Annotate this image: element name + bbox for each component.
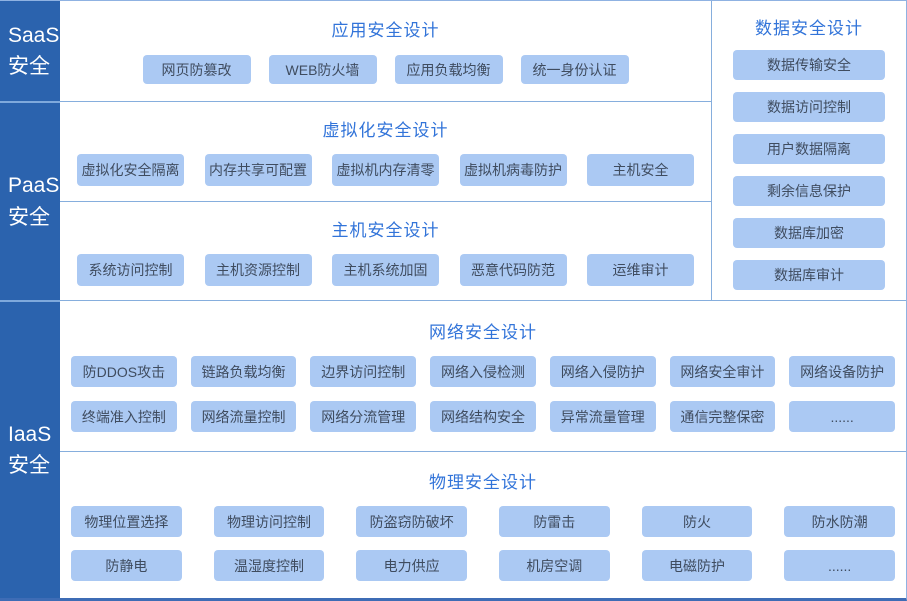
physical-items-row-2: 防静电 温湿度控制 电力供应 机房空调 电磁防护 ......	[60, 550, 906, 581]
app-items-row: 网页防篡改 WEB防火墙 应用负载均衡 统一身份认证	[60, 55, 711, 84]
physical-security-item: 温湿度控制	[213, 550, 325, 581]
section-title-network: 网络安全设计	[429, 323, 537, 342]
network-security-item-more: ......	[789, 401, 895, 432]
physical-security-item: 防水防潮	[784, 506, 895, 537]
network-security-item: 网络分流管理	[310, 401, 417, 432]
layer-label-paas: PaaS 安全	[0, 101, 60, 300]
section-physical-security: 物理安全设计 物理位置选择 物理访问控制 防盗窃防破坏 防雷击 防火 防水防潮 …	[60, 451, 906, 598]
section-data-security: 数据安全设计 数据传输安全 数据访问控制 用户数据隔离 剩余信息保护 数据库加密…	[711, 1, 906, 300]
network-security-item: 通信完整保密	[669, 401, 776, 432]
host-security-item: 主机资源控制	[204, 254, 312, 286]
layer-label-line: PaaS	[8, 174, 60, 197]
host-security-item: 运维审计	[587, 254, 694, 286]
network-security-item: 网络安全审计	[669, 356, 776, 387]
virtualization-security-item: 主机安全	[587, 154, 694, 186]
physical-items-row-1: 物理位置选择 物理访问控制 防盗窃防破坏 防雷击 防火 防水防潮	[60, 506, 906, 537]
network-security-item: 网络设备防护	[789, 356, 895, 387]
app-security-item: 网页防篡改	[142, 55, 251, 84]
layer-label-line: 安全	[8, 55, 50, 78]
section-title-physical: 物理安全设计	[429, 473, 537, 492]
host-security-item: 系统访问控制	[77, 254, 184, 286]
virtualization-security-item: 虚拟化安全隔离	[77, 154, 184, 186]
virtualization-security-item: 虚拟机病毒防护	[459, 154, 567, 186]
data-security-item: 剩余信息保护	[733, 176, 885, 206]
network-security-item: 终端准入控制	[71, 401, 177, 432]
virtualization-security-item: 虚拟机内存清零	[332, 154, 439, 186]
layer-label-iaas: IaaS 安全	[0, 300, 60, 598]
virtualization-security-item: 内存共享可配置	[204, 154, 312, 186]
layer-label-line: 安全	[8, 205, 50, 229]
network-security-item: 链路负载均衡	[190, 356, 297, 387]
app-security-item: WEB防火墙	[268, 55, 377, 84]
physical-security-item: 物理访问控制	[213, 506, 325, 537]
physical-security-item: 物理位置选择	[71, 506, 182, 537]
physical-security-item: 电力供应	[356, 550, 467, 581]
layer-rail: SaaS 安全 PaaS 安全 IaaS 安全	[0, 1, 60, 598]
data-security-item: 用户数据隔离	[733, 134, 885, 164]
section-title-virtualization: 虚拟化安全设计	[322, 121, 449, 140]
virtualization-items-row: 虚拟化安全隔离 内存共享可配置 虚拟机内存清零 虚拟机病毒防护 主机安全	[60, 154, 711, 186]
physical-security-item: 防静电	[71, 550, 182, 581]
upper-left-region: 应用安全设计 网页防篡改 WEB防火墙 应用负载均衡 统一身份认证 虚拟化安全设…	[60, 1, 711, 300]
network-security-item: 网络流量控制	[190, 401, 297, 432]
layer-label-line: SaaS	[8, 23, 60, 47]
section-title-host: 主机安全设计	[331, 221, 440, 240]
network-security-item: 网络结构安全	[430, 401, 536, 432]
network-items-row-2: 终端准入控制 网络流量控制 网络分流管理 网络结构安全 异常流量管理 通信完整保…	[60, 401, 906, 432]
network-security-item: 防DDOS攻击	[71, 356, 177, 387]
host-items-row: 系统访问控制 主机资源控制 主机系统加固 恶意代码防范 运维审计	[60, 254, 711, 286]
section-network-security: 网络安全设计 防DDOS攻击 链路负载均衡 边界访问控制 网络入侵检测 网络入侵…	[60, 300, 906, 451]
section-title-app: 应用安全设计	[331, 21, 440, 40]
physical-security-item: 机房空调	[498, 550, 610, 581]
data-security-item: 数据传输安全	[733, 50, 885, 80]
network-security-item: 网络入侵检测	[430, 356, 536, 387]
data-security-item: 数据访问控制	[733, 92, 885, 122]
data-security-item: 数据库审计	[733, 260, 885, 290]
host-security-item: 主机系统加固	[332, 254, 439, 286]
diagram-content: 应用安全设计 网页防篡改 WEB防火墙 应用负载均衡 统一身份认证 虚拟化安全设…	[60, 1, 906, 598]
host-security-item: 恶意代码防范	[459, 254, 567, 286]
physical-security-item: 电磁防护	[641, 550, 753, 581]
layer-label-line: IaaS	[8, 422, 52, 446]
section-app-security: 应用安全设计 网页防篡改 WEB防火墙 应用负载均衡 统一身份认证	[60, 1, 711, 101]
data-items-list: 数据传输安全 数据访问控制 用户数据隔离 剩余信息保护 数据库加密 数据库审计	[712, 50, 906, 290]
network-items-row-1: 防DDOS攻击 链路负载均衡 边界访问控制 网络入侵检测 网络入侵防护 网络安全…	[60, 356, 906, 387]
app-security-item: 应用负载均衡	[394, 55, 503, 84]
section-host-security: 主机安全设计 系统访问控制 主机资源控制 主机系统加固 恶意代码防范 运维审计	[60, 201, 711, 300]
physical-security-item: 防火	[641, 506, 753, 537]
network-security-item: 异常流量管理	[549, 401, 656, 432]
physical-security-item-more: ......	[784, 550, 895, 581]
layer-label-line: 安全	[8, 454, 50, 477]
section-virtualization-security: 虚拟化安全设计 虚拟化安全隔离 内存共享可配置 虚拟机内存清零 虚拟机病毒防护 …	[60, 101, 711, 201]
layer-label-saas: SaaS 安全	[0, 1, 60, 101]
section-title-data: 数据安全设计	[755, 19, 863, 38]
app-security-item: 统一身份认证	[520, 55, 629, 84]
network-security-item: 网络入侵防护	[549, 356, 656, 387]
physical-security-item: 防雷击	[498, 506, 610, 537]
data-security-item: 数据库加密	[733, 218, 885, 248]
network-security-item: 边界访问控制	[310, 356, 417, 387]
physical-security-item: 防盗窃防破坏	[356, 506, 467, 537]
upper-region: 应用安全设计 网页防篡改 WEB防火墙 应用负载均衡 统一身份认证 虚拟化安全设…	[60, 1, 906, 300]
